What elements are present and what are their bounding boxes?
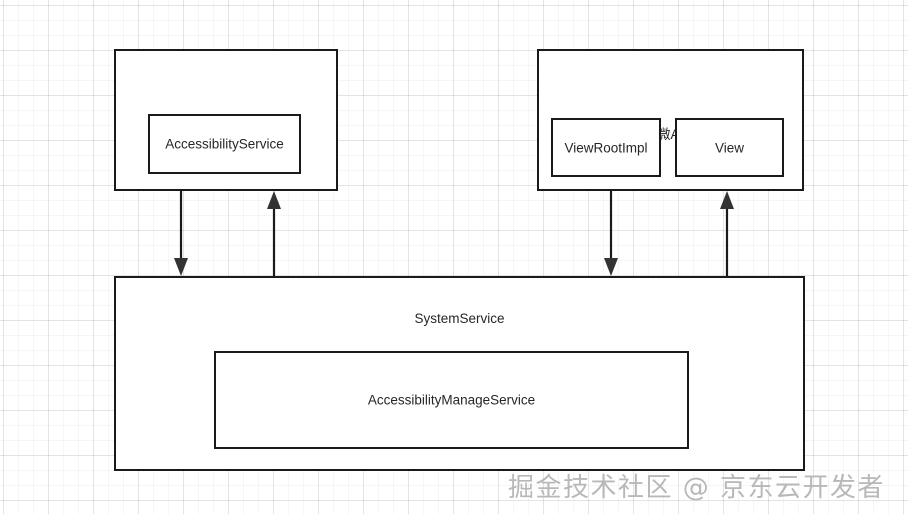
node-accessibility-service-label: AccessibilityService	[165, 136, 284, 152]
node-viewrootimpl-label: ViewRootImpl	[564, 140, 648, 155]
arrow-system-to-view	[720, 191, 734, 276]
node-viewrootimpl: ViewRootImpl	[551, 118, 661, 177]
watermark: 掘金技术社区 @ 京东云开发者	[508, 473, 886, 503]
node-accessibility-manage-service: AccessibilityManageService	[214, 351, 689, 449]
arrow-accessibility-service-to-system	[174, 191, 188, 276]
node-accessibility-manage-service-label: AccessibilityManageService	[367, 392, 536, 408]
arrow-system-to-accessibility-service	[267, 191, 281, 276]
node-accessibility-service: AccessibilityService	[148, 114, 301, 174]
node-view: View	[675, 118, 784, 177]
node-system-service-title: SystemService	[414, 311, 505, 326]
arrow-viewrootimpl-to-system	[604, 191, 618, 276]
node-view-label: View	[714, 140, 745, 155]
